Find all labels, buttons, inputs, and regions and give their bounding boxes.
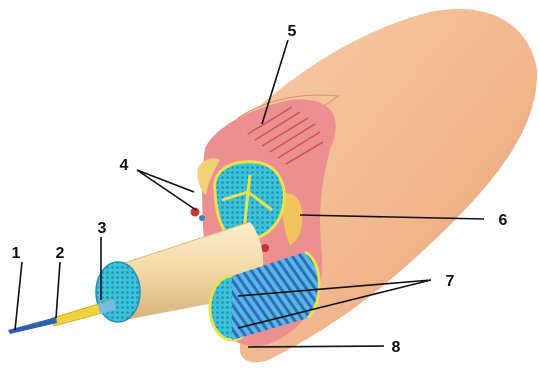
label-5: 5 (288, 23, 297, 40)
blood-vessel-small (199, 215, 205, 221)
blood-vessel-lower (261, 244, 269, 252)
label-1: 1 (12, 245, 21, 262)
label-3: 3 (98, 220, 107, 237)
label-4: 4 (120, 157, 129, 174)
leader-2 (56, 262, 60, 318)
label-6: 6 (499, 212, 508, 229)
leader-8 (248, 346, 384, 347)
label-7: 7 (446, 273, 455, 290)
label-2: 2 (56, 245, 65, 262)
leader-1 (15, 262, 22, 330)
label-8: 8 (392, 339, 401, 356)
